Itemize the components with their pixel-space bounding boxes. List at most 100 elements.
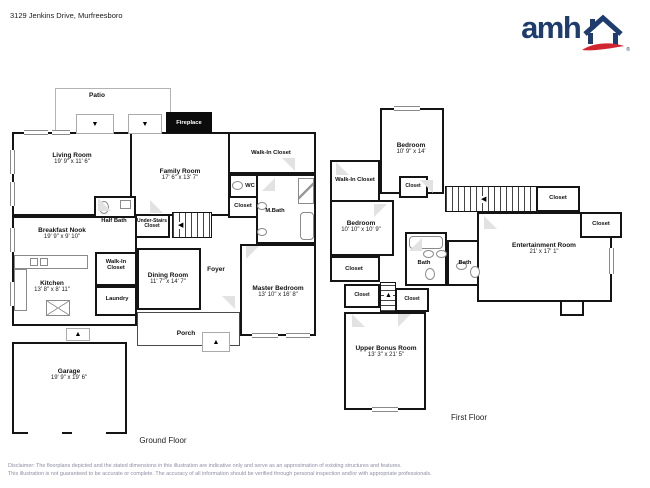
registered-mark: ®: [626, 47, 630, 53]
foyer-label: Foyer: [207, 266, 225, 273]
closet-label: Closet: [549, 195, 567, 201]
property-address: 3129 Jenkins Drive, Murfreesboro: [10, 11, 123, 20]
window: [10, 282, 15, 306]
bath-label: Bath: [417, 260, 431, 266]
laundry-label: Laundry: [105, 296, 129, 302]
entertainment-notch: [560, 300, 584, 316]
stairs-arrow-left-icon: ◀: [480, 196, 488, 203]
walk-in-closet-label: Walk-In Closet: [105, 259, 127, 271]
window: [394, 106, 420, 111]
arrow-down-icon: ▼: [141, 120, 149, 128]
kitchen-sink: [30, 258, 38, 266]
room-closet-ent-right: [580, 212, 622, 238]
room-living-room: [12, 132, 132, 216]
door-swing: [222, 296, 235, 309]
room-closet-left-1f: [330, 256, 380, 282]
porch-label: Porch: [176, 330, 196, 337]
closet-label: Closet: [592, 221, 610, 227]
bath-label: Bath: [458, 260, 472, 266]
walk-in-closet-label: Walk-In Closet: [251, 150, 291, 156]
room-laundry: [95, 286, 137, 316]
ground-floor-title: Ground Floor: [139, 436, 187, 445]
window: [10, 150, 15, 174]
window: [52, 130, 70, 135]
ground-stairs: ◀: [172, 212, 212, 238]
sink-fixture: [257, 202, 267, 210]
room-dining-room: [137, 248, 201, 310]
patio-door-step: ▼: [76, 114, 114, 134]
first-floor-stairs: ◀: [445, 186, 537, 212]
disclaimer-line1: Disclaimer: The floorplans depicted and …: [8, 463, 402, 469]
kitchen-island-xbox: [46, 300, 70, 316]
under-stairs-closet-label: Under-Stairs Closet: [136, 218, 167, 230]
window: [10, 228, 15, 252]
room-upper-bonus: [344, 312, 426, 410]
sink-fixture: [423, 250, 434, 258]
arrow-up-icon: ▲: [74, 331, 82, 338]
window: [286, 333, 310, 338]
sink-fixture: [120, 200, 131, 209]
window: [24, 130, 48, 135]
window: [252, 333, 278, 338]
room-closet-bottom-mid-1f: [395, 288, 429, 312]
window: [372, 407, 398, 412]
closet-label: Closet: [234, 203, 252, 209]
fireplace: Fireplace: [166, 112, 212, 133]
room-walk-in-closet-master: [228, 132, 316, 174]
walk-in-closet-label: Walk-In Closet: [335, 177, 375, 183]
arrow-up-icon: ▲: [212, 338, 220, 346]
amh-logo-text: amh: [521, 10, 582, 45]
bathtub-fixture: [300, 212, 314, 240]
stairs-arrow-left-icon: ◀: [177, 222, 185, 229]
patio-label: Patio: [89, 92, 105, 99]
porch-steps: ▲: [202, 332, 230, 352]
kitchen-counter: [14, 269, 27, 311]
amh-logo: amh ®: [521, 10, 630, 53]
closet-label: Closet: [345, 266, 363, 272]
garage-entry-step: ▲: [66, 328, 90, 341]
wc-label: WC: [245, 183, 255, 189]
patio-door-step: ▼: [128, 114, 162, 134]
fireplace-label: Fireplace: [176, 119, 202, 126]
closet-label: Closet: [405, 183, 421, 189]
room-bedroom-left: [330, 200, 394, 256]
toilet-fixture: [470, 266, 480, 278]
toilet-fixture: [425, 268, 435, 280]
sink-fixture: [436, 250, 447, 258]
stairs-arrow-up-icon: ▲: [384, 292, 393, 299]
toilet-fixture: [232, 181, 243, 190]
arrow-down-icon: ▼: [91, 120, 99, 128]
garage-door-opening: [28, 431, 62, 435]
room-walk-in-closet-kitchen: [95, 252, 137, 286]
room-master-bedroom: [240, 244, 316, 336]
half-bath-label: Half Bath: [101, 218, 127, 224]
window: [609, 248, 614, 274]
sink-fixture: [456, 262, 467, 270]
master-bath-label: M.Bath: [265, 208, 285, 214]
first-floor-title: First Floor: [451, 413, 487, 422]
first-floor-small-stairs: ▲: [380, 282, 396, 312]
sink-fixture: [257, 228, 267, 236]
amh-house-icon: [582, 14, 625, 51]
kitchen-sink: [40, 258, 48, 266]
window: [10, 182, 15, 206]
garage-door-opening: [72, 431, 106, 435]
closet-label: Closet: [354, 292, 370, 298]
disclaimer: Disclaimer: The floorplans depicted and …: [8, 463, 432, 478]
kitchen-counter: [14, 255, 88, 269]
shower-fixture: [298, 178, 314, 204]
disclaimer-line2: This illustration is not guaranteed to b…: [8, 470, 432, 477]
room-closet-bottom-left-1f: [344, 284, 380, 308]
